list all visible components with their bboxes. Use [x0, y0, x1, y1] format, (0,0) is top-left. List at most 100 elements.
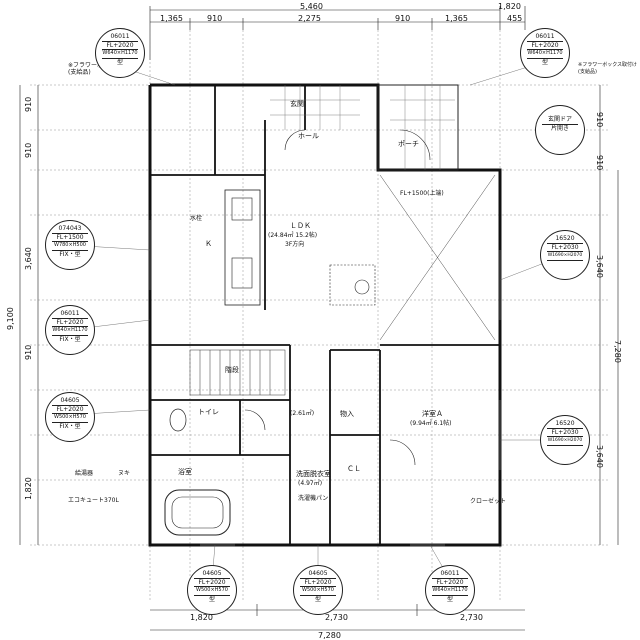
dim-right-2: 910 — [595, 155, 604, 171]
note-kitchen-wall: 水栓 — [190, 215, 203, 222]
window-tag: 06011 FL+2020 W640×H1170 型 — [95, 28, 145, 78]
room-porch: ポーチ — [398, 140, 419, 148]
room-storage: 物入 — [340, 410, 354, 418]
dim-left-2: 910 — [24, 142, 33, 158]
window-tag-size: W500×H570 — [300, 587, 336, 596]
room-kitchen: Ｋ — [205, 240, 212, 248]
window-tag-code: 04605 — [194, 570, 230, 579]
window-tag-code: 06011 — [52, 310, 88, 319]
room-toilet: トイレ — [198, 408, 219, 416]
window-tag-code: 04605 — [300, 570, 336, 579]
dim-bottom-overall: 7,280 — [318, 631, 341, 640]
window-tag-spec: FL+2020 — [52, 319, 88, 327]
window-tag: 04605 FL+2020 W500×H570 型 — [293, 565, 343, 615]
room-wash-area: (4.97㎡) — [298, 480, 323, 487]
dim-top-1: 1,365 — [160, 14, 183, 23]
note-washroom: 洗濯機パン — [298, 495, 329, 502]
window-tag-size: W1690×H2070 — [547, 437, 583, 446]
window-tag: 04605 FL+2020 W500×H570 型 — [187, 565, 237, 615]
window-tag: 04605 FL+2020 W500×H570 FIX・型 — [45, 392, 95, 442]
window-tag-code: 06011 — [527, 33, 563, 42]
window-tag-size: W780×H500 — [52, 242, 88, 251]
dim-top-6: 455 — [507, 14, 523, 23]
room-bath: 浴室 — [178, 468, 192, 476]
window-tag-size: W640×H1170 — [432, 587, 468, 596]
dim-top-5: 1,365 — [445, 14, 468, 23]
room-toilet-area: (2.61㎡) — [290, 410, 315, 417]
window-tag-code: 16520 — [547, 235, 583, 244]
room-closet: ＣＬ — [347, 465, 361, 473]
window-tag: 06011 FL+2020 W640×H1170 型 — [425, 565, 475, 615]
window-tag-note: 型 — [541, 58, 548, 66]
window-tag-note: FIX・型 — [59, 250, 81, 258]
window-tag-note: 型 — [208, 595, 215, 603]
window-tag-code: 16520 — [547, 420, 583, 429]
note-wall: クローゼット — [470, 498, 507, 505]
dim-left-4: 910 — [24, 344, 33, 360]
dim-left-overall: 9,100 — [6, 307, 15, 330]
window-tag: 06011 FL+2020 W640×H1170 FIX・型 — [45, 305, 95, 355]
window-tag-size: W500×H570 — [194, 587, 230, 596]
window-tag-size: W640×H1170 — [527, 50, 563, 59]
window-tag-spec: FL+2020 — [432, 579, 468, 587]
door-tag: 玄関ドア 片開き — [535, 105, 585, 155]
dim-top-2: 910 — [207, 14, 223, 23]
window-tag-note: FIX・型 — [59, 422, 81, 430]
dim-bottom-2: 2,730 — [325, 613, 348, 622]
room-ldk: ＬＤＫ — [290, 222, 311, 230]
room-ldk-area: (24.84㎡ 15.2帖) — [268, 232, 318, 239]
dim-right-4: 7,280 — [613, 340, 622, 363]
window-tag-spec: FL+2020 — [527, 42, 563, 50]
dim-bottom-3: 2,730 — [460, 613, 483, 622]
dim-bottom-1: 1,820 — [190, 613, 213, 622]
room-yoshitsu-area: (9.94㎡ 6.1帖) — [410, 420, 452, 427]
window-tag-code: 06011 — [102, 33, 138, 42]
window-tag: 16520 FL+2030 W1690×H2070 — [540, 415, 590, 465]
note-kyutosuki: 給湯器 — [75, 470, 94, 477]
room-yoshitsu: 洋室Ａ — [422, 410, 443, 418]
window-tag-spec: FL+1500 — [52, 234, 88, 242]
window-tag: 074043 FL+1500 W780×H500 FIX・型 — [45, 220, 95, 270]
door-tag-code: 玄関ドア — [542, 116, 578, 125]
window-tag-code: 04605 — [52, 397, 88, 406]
dim-left-5: 1,820 — [24, 477, 33, 500]
window-tag-size: W640×H1170 — [52, 327, 88, 336]
note-ecocute: エコキュート370L — [68, 497, 119, 504]
note-fl: FL+1500(上端) — [400, 190, 444, 197]
window-tag: 16520 FL+2030 W1690×H2070 — [540, 230, 590, 280]
dim-right-1: 910 — [595, 112, 604, 128]
window-tag-note: 型 — [314, 595, 321, 603]
window-tag-note: 型 — [116, 58, 123, 66]
dim-right-3: 3,640 — [595, 255, 604, 278]
note-flower-box-right: ※フラワーボックス取付け (支給品) — [578, 62, 638, 75]
dim-top-4: 910 — [395, 14, 411, 23]
window-tag-size: W1690×H2070 — [547, 252, 583, 261]
dim-right-5: 3,640 — [595, 445, 604, 468]
window-tag-spec: FL+2030 — [547, 429, 583, 437]
room-stairs: 階段 — [225, 366, 239, 374]
window-tag-spec: FL+2020 — [300, 579, 336, 587]
window-tag-spec: FL+2020 — [194, 579, 230, 587]
window-tag-note: FIX・型 — [59, 335, 81, 343]
room-hall: ホール — [298, 132, 319, 140]
room-wash: 洗面脱衣室 — [296, 470, 331, 478]
window-tag-note: 型 — [446, 595, 453, 603]
window-tag-spec: FL+2030 — [547, 244, 583, 252]
window-tag-spec: FL+2020 — [102, 42, 138, 50]
window-tag-size: W640×H1170 — [102, 50, 138, 59]
window-tag-spec: FL+2020 — [52, 406, 88, 414]
dim-top-overall: 5,460 — [300, 2, 323, 11]
window-tag: 06011 FL+2020 W640×H1170 型 — [520, 28, 570, 78]
door-tag-note: 片開き — [550, 124, 569, 132]
window-tag-size: W500×H570 — [52, 414, 88, 423]
dim-left-3: 3,640 — [24, 247, 33, 270]
dim-top-overall-right: 1,820 — [498, 2, 521, 11]
window-tag-code: 074043 — [52, 225, 88, 234]
window-tag-code: 06011 — [432, 570, 468, 579]
dim-top-3: 2,275 — [298, 14, 321, 23]
room-ldk-wall: 3F方向 — [285, 241, 305, 248]
note-nuki: ヌキ — [118, 470, 131, 477]
room-entrance: 玄関 — [290, 100, 304, 108]
dim-left-1: 910 — [24, 96, 33, 112]
